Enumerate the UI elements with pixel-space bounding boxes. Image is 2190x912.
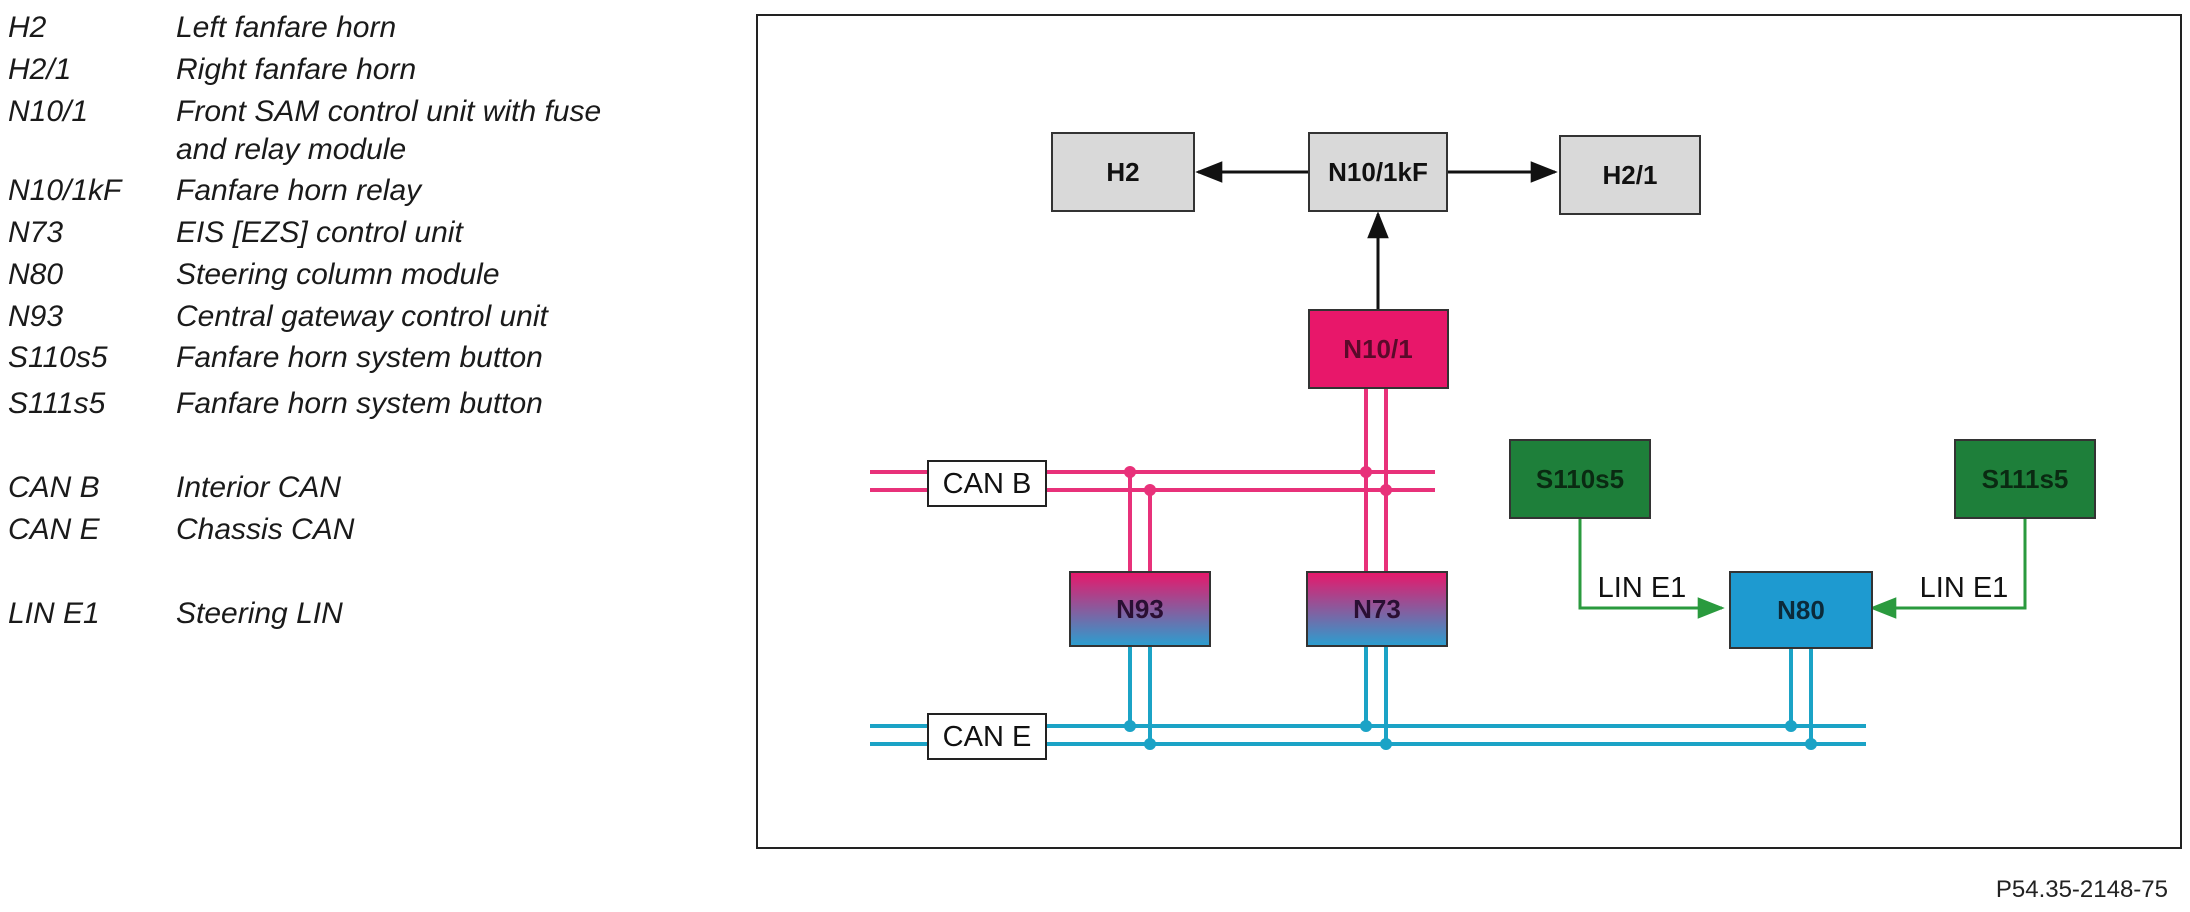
s110s5-label: S110s5 [1536,464,1624,494]
can-b-label: CAN B [943,468,1032,500]
legend-desc: Left fanfare horn [176,11,397,44]
legend-code: N80 [8,258,64,291]
legend-desc: Front SAM control unit with fuse [176,95,602,128]
legend-code: H2 [8,11,47,44]
legend-desc: Chassis CAN [176,513,355,546]
n73-label: N73 [1353,594,1401,624]
horn-connections [1195,161,1558,310]
n73-eis-module: N73 [1306,571,1448,647]
can-e-label-box: CAN E [927,713,1047,760]
can-b-junctions [1124,466,1392,496]
n93-label: N93 [1116,594,1164,624]
h2-1-label: H2/1 [1603,160,1658,190]
legend-desc: Interior CAN [176,471,342,504]
can-e-junctions [1124,720,1817,750]
legend-code: N10/1 [8,95,89,128]
legend-desc: EIS [EZS] control unit [176,216,463,249]
can-b-label-box: CAN B [927,460,1047,507]
legend-code: N10/1kF [8,174,122,207]
legend-code: N93 [8,300,64,333]
figure-code: P54.35-2148-75 [1995,876,2168,903]
n10-1kf-relay: N10/1kF [1308,132,1448,212]
n10-1-sam-module: N10/1 [1308,309,1449,389]
s110s5-button: S110s5 [1509,439,1651,519]
n80-label: N80 [1777,595,1825,625]
legend-desc: Fanfare horn system button [176,387,543,420]
legend-code: S110s5 [8,341,108,374]
n10-1kf-label: N10/1kF [1328,157,1428,187]
diagram-frame [756,14,2182,849]
legend-desc: Right fanfare horn [176,53,417,86]
lin-e1-left-label: LIN E1 [1598,572,1687,604]
n80-steering-module: N80 [1729,571,1873,649]
legend-code: LIN E1 [8,597,100,630]
lin-e1-right-label: LIN E1 [1920,572,2009,604]
s111s5-button: S111s5 [1954,439,2096,519]
h2-label: H2 [1106,157,1139,187]
legend-desc: Steering column module [176,258,500,291]
legend-desc: Fanfare horn relay [176,174,422,207]
legend-code: N73 [8,216,64,249]
lin-e1-connections [1578,518,2027,619]
legend-code: CAN E [8,513,100,546]
n10-1-label: N10/1 [1343,334,1412,364]
legend-desc: Steering LIN [176,597,343,630]
n93-gateway-module: N93 [1069,571,1211,647]
can-e-label: CAN E [943,721,1032,753]
legend-desc: Central gateway control unit [176,300,548,333]
legend-desc: Fanfare horn system button [176,341,543,374]
legend-code: H2/1 [8,53,72,86]
h2-module: H2 [1051,132,1195,212]
legend-desc: and relay module [176,133,407,166]
s111s5-label: S111s5 [1982,464,2069,494]
legend-code: CAN B [8,471,100,504]
legend-code: S111s5 [8,387,106,420]
h2-1-module: H2/1 [1559,135,1701,215]
